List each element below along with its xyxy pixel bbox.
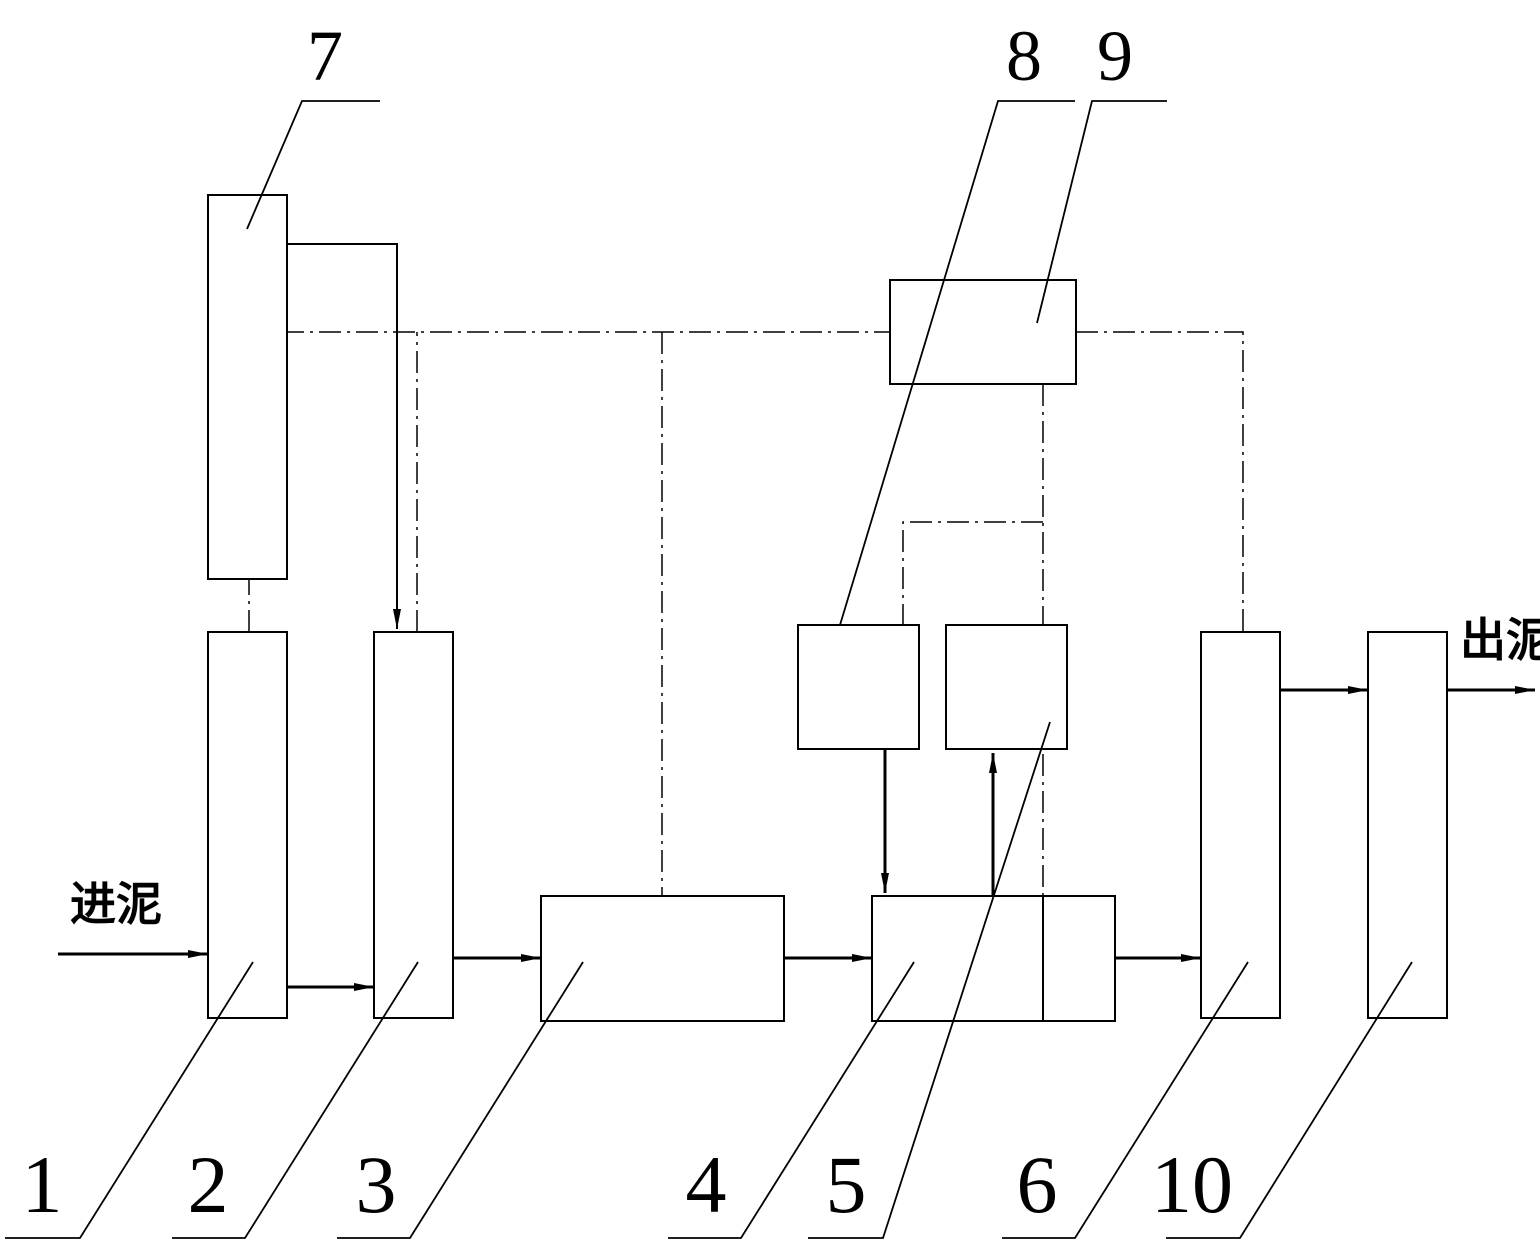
label-7: 7 bbox=[307, 16, 343, 96]
outlet-label: 出泥 bbox=[1460, 613, 1540, 667]
unit-9-box bbox=[889, 279, 1077, 385]
unit-10-box bbox=[1367, 631, 1448, 1019]
unit-4-box bbox=[871, 895, 1116, 1022]
unit-6-box bbox=[1200, 631, 1281, 1019]
label-10: 10 bbox=[1151, 1139, 1233, 1230]
label-2: 2 bbox=[188, 1139, 229, 1230]
label-3: 3 bbox=[356, 1139, 397, 1230]
unit-8-box bbox=[797, 624, 920, 750]
label-9: 9 bbox=[1097, 16, 1133, 96]
inlet-label: 进泥 bbox=[70, 877, 162, 931]
label-6: 6 bbox=[1017, 1139, 1058, 1230]
label-1: 1 bbox=[22, 1139, 63, 1230]
label-4: 4 bbox=[686, 1139, 727, 1230]
unit-5-box bbox=[945, 624, 1068, 750]
leader-lines bbox=[5, 100, 1413, 1239]
unit-1-box bbox=[207, 631, 288, 1019]
label-5: 5 bbox=[826, 1139, 867, 1230]
unit-2-box bbox=[373, 631, 454, 1019]
unit-7-box bbox=[207, 194, 288, 580]
label-8: 8 bbox=[1006, 16, 1042, 96]
unit-3-box bbox=[540, 895, 785, 1022]
flow-arrows bbox=[58, 243, 1535, 991]
arrow-7-to-2 bbox=[287, 243, 401, 629]
